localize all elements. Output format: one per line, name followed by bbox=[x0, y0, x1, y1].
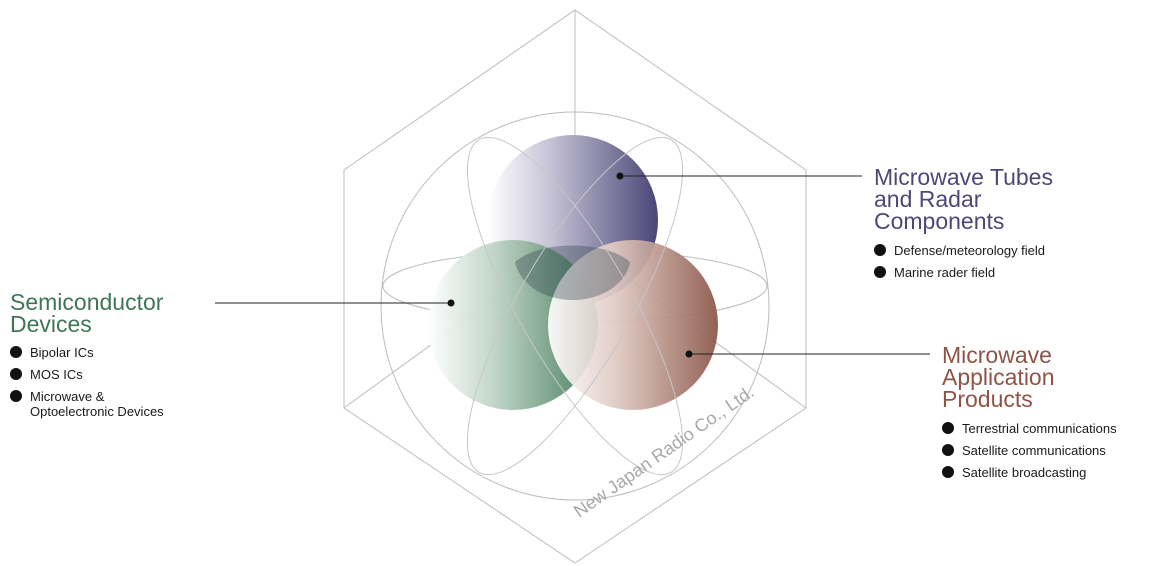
bullet-item: Satellite broadcasting bbox=[942, 465, 1156, 480]
semiconductor-title: Semiconductor Devices bbox=[10, 291, 210, 335]
bullet-item: Bipolar ICs bbox=[10, 345, 240, 360]
bullet-item: Marine rader field bbox=[874, 265, 1154, 280]
bullet-text: Microwave & Optoelectronic Devices bbox=[30, 389, 164, 419]
bullet-dot-icon bbox=[874, 244, 886, 256]
bullet-dot-icon bbox=[942, 444, 954, 456]
tubes-label-group: Microwave Tubes and Radar Components Def… bbox=[874, 166, 1154, 287]
leader-dot-semiconductor bbox=[448, 300, 455, 307]
bullet-dot-icon bbox=[10, 368, 22, 380]
application-title: Microwave Application Products bbox=[942, 344, 1092, 410]
bullet-dot-icon bbox=[874, 266, 886, 278]
bullet-item: Defense/meteorology field bbox=[874, 243, 1154, 258]
bullet-text: Marine rader field bbox=[894, 265, 995, 280]
bullet-item: Satellite communications bbox=[942, 443, 1156, 458]
bullet-item: Terrestrial communications bbox=[942, 421, 1156, 436]
bullet-text: Satellite communications bbox=[962, 443, 1106, 458]
bullet-text: Bipolar ICs bbox=[30, 345, 94, 360]
leader-dot-application bbox=[686, 351, 693, 358]
bullet-dot-icon bbox=[942, 466, 954, 478]
bullet-item: Microwave & Optoelectronic Devices bbox=[10, 389, 240, 419]
bullet-dot-icon bbox=[10, 390, 22, 402]
bullet-item: MOS ICs bbox=[10, 367, 240, 382]
application-label-group: Microwave Application Products Terrestri… bbox=[942, 344, 1156, 487]
leader-dot-tubes bbox=[617, 173, 624, 180]
bullet-dot-icon bbox=[942, 422, 954, 434]
bullet-text: Defense/meteorology field bbox=[894, 243, 1045, 258]
bullet-dot-icon bbox=[10, 346, 22, 358]
bullet-text: Satellite broadcasting bbox=[962, 465, 1086, 480]
tubes-title: Microwave Tubes and Radar Components bbox=[874, 166, 1089, 232]
bullet-text: Terrestrial communications bbox=[962, 421, 1117, 436]
bullet-text: MOS ICs bbox=[30, 367, 83, 382]
